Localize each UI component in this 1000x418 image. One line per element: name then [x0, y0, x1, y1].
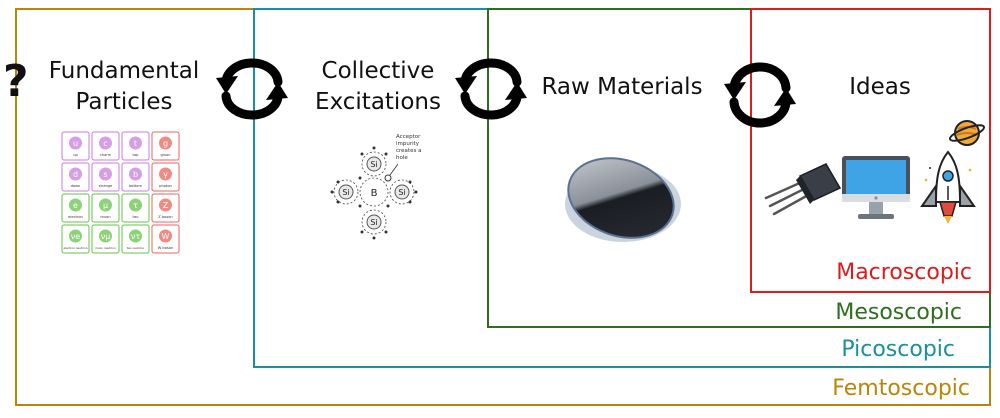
collective-excitations-label: Collective Excitations	[298, 56, 458, 118]
raw-materials-label: Raw Materials	[541, 74, 703, 100]
transistor-icon	[764, 163, 842, 216]
particle-symbol: g	[163, 139, 168, 148]
space-shuttle-icon	[920, 150, 976, 224]
particle-symbol: e	[73, 201, 78, 210]
particle-symbol: Z	[163, 201, 169, 210]
collective-line1: Collective	[321, 58, 435, 84]
particle-name: electron	[68, 215, 83, 219]
particle-cell: g gluon	[151, 131, 180, 161]
lattice-si-right: Si	[398, 188, 405, 197]
particle-cell: γ photon	[151, 162, 180, 192]
boron-doped-silicon-lattice-icon: Si Si Si Si B Acceptor impurity creates …	[330, 134, 421, 240]
particle-cell: μ muon	[91, 193, 120, 223]
particle-name: charm	[100, 153, 112, 157]
particle-cell: e electron	[61, 193, 90, 223]
collective-line2: Excitations	[315, 89, 441, 115]
lattice-si-left: Si	[342, 188, 349, 197]
particle-name: electron neutrino	[63, 246, 87, 250]
femtoscopic-label: Femtoscopic	[832, 376, 970, 401]
lattice-note: Acceptor impurity creates a hole	[396, 134, 422, 161]
desktop-computer-icon	[842, 156, 910, 219]
particle-symbol: νe	[71, 232, 80, 241]
particle-symbol-badge	[69, 229, 82, 243]
picoscopic-label: Picoscopic	[841, 337, 955, 362]
lattice-boron-center: B	[371, 188, 378, 199]
particle-symbol-badge	[69, 198, 82, 212]
particle-cell: u up	[61, 131, 90, 161]
particle-cell: c charm	[91, 131, 120, 161]
particle-name: up	[73, 153, 78, 157]
particle-cell: τ tau	[121, 193, 150, 223]
particle-name: top	[133, 153, 140, 157]
particle-symbol: u	[73, 139, 78, 148]
particle-cell: νe electron neutrino	[61, 224, 90, 254]
fundamental-line1: Fundamental	[48, 58, 200, 84]
particle-symbol-badge	[129, 229, 142, 243]
particle-symbol-badge	[69, 167, 82, 181]
particle-name: bottom	[129, 184, 142, 188]
particle-name: strange	[99, 184, 114, 188]
particle-cell: d down	[61, 162, 90, 192]
particle-symbol: s	[103, 170, 107, 179]
silicon-wafer-icon	[565, 157, 681, 242]
cycle-arrows-icon	[455, 58, 527, 120]
particle-cell: νμ muon neutrino	[91, 224, 120, 254]
standard-model-table-icon: u up c charm t top g gluon d down s strange b bottom γ…	[61, 131, 180, 254]
particle-symbol: ντ	[131, 232, 140, 241]
cycle-arrows-icon	[724, 62, 796, 128]
particle-symbol-badge	[99, 229, 112, 243]
particle-cell: s strange	[91, 162, 120, 192]
particle-symbol: μ	[103, 201, 108, 210]
particle-name: muon neutrino	[95, 246, 116, 250]
particle-symbol-badge	[159, 198, 172, 212]
particle-symbol: γ	[163, 170, 168, 179]
macroscopic-label: Macroscopic	[836, 260, 972, 285]
particle-symbol-badge	[99, 167, 112, 181]
particle-symbol-badge	[99, 198, 112, 212]
lattice-si-top: Si	[370, 160, 377, 169]
ideas-label: Ideas	[849, 74, 911, 100]
particle-name: muon	[100, 215, 110, 219]
fundamental-line2: Particles	[75, 89, 173, 115]
particle-cell: t top	[121, 131, 150, 161]
particle-symbol: c	[103, 139, 107, 148]
particle-symbol: νμ	[101, 232, 111, 241]
particle-name: gluon	[160, 153, 170, 157]
particle-cell: W W boson	[151, 224, 180, 254]
particle-name: tau neutrino	[127, 246, 145, 250]
lattice-si-bottom: Si	[370, 218, 377, 227]
particle-name: Z boson	[158, 215, 172, 219]
mesoscopic-label: Mesoscopic	[835, 300, 962, 325]
question-mark: ?	[3, 56, 29, 107]
particle-cell: Z Z boson	[151, 193, 180, 223]
particle-symbol-badge	[129, 167, 142, 181]
macroscopic-box	[750, 8, 991, 293]
particle-name: tau	[133, 215, 139, 219]
particle-symbol-badge	[159, 136, 172, 150]
particle-symbol-badge	[159, 167, 172, 181]
particle-symbol-badge	[129, 136, 142, 150]
particle-cell: ντ tau neutrino	[121, 224, 150, 254]
particle-symbol: d	[73, 170, 78, 179]
particle-cell: b bottom	[121, 162, 150, 192]
particle-symbol: W	[162, 232, 170, 241]
particle-symbol-badge	[69, 136, 82, 150]
particle-symbol: b	[133, 170, 138, 179]
particle-symbol-badge	[99, 136, 112, 150]
particle-symbol: τ	[133, 201, 138, 210]
particle-name: W boson	[158, 246, 174, 250]
particle-name: down	[71, 184, 81, 188]
particle-name: photon	[159, 184, 172, 188]
lattice-note-wrap: Acceptor impurity creates a hole	[396, 134, 422, 161]
cycle-arrows-icon	[216, 58, 288, 120]
planet-icon	[948, 120, 986, 146]
particle-symbol-badge	[159, 229, 172, 243]
particle-symbol: t	[134, 139, 137, 148]
particle-symbol-badge	[129, 198, 142, 212]
fundamental-particles-label: Fundamental Particles	[34, 56, 214, 118]
